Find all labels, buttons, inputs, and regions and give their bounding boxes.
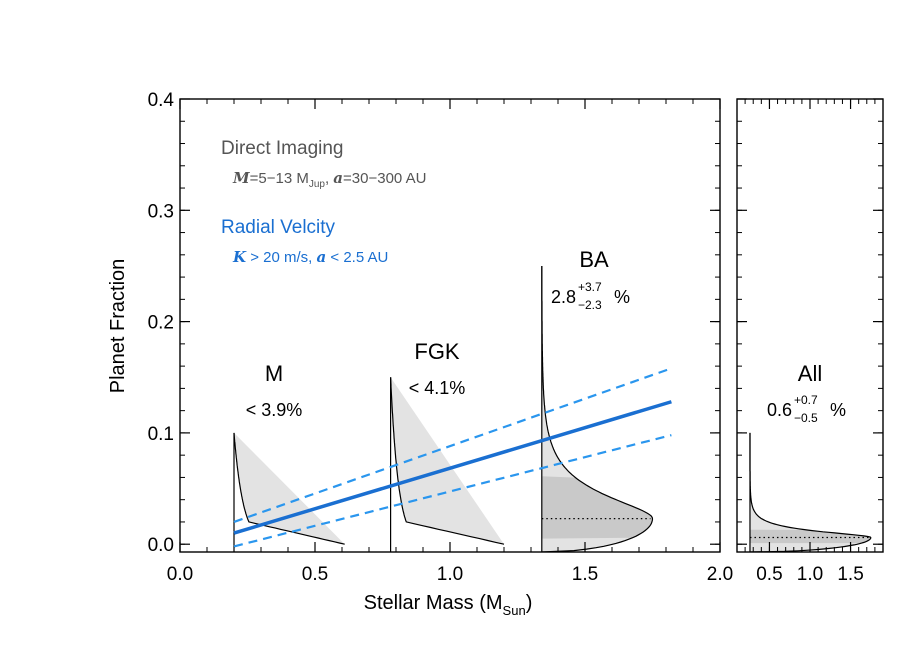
rv-fit-lower-bound — [233, 434, 672, 548]
left-x-tick-label: 0.0 — [167, 564, 193, 585]
confidence-band — [541, 476, 653, 539]
distribution-fill — [234, 432, 345, 545]
group-label-m: M — [265, 361, 283, 386]
right-x-tick-label: 1.5 — [837, 564, 863, 585]
rv-fit-line — [233, 400, 672, 535]
legend-direct-imaging-title: Direct Imaging — [221, 138, 344, 159]
group-value-lower: −2.3 — [578, 298, 602, 312]
stellar-mass-panel: 0.0 0.5 1.0 1.5 2.0 0.0 0.1 0.2 0.3 0.4M < 3.9% FGK… — [148, 90, 734, 585]
legend-di-m-range: =5−13 M — [250, 170, 309, 187]
x-axis-title-main: Stellar Mass (M — [364, 592, 503, 614]
legend-rv-a: a — [317, 248, 327, 266]
legend-direct-imaging-params: M=5−13 MJup, a=30−300 AU — [232, 169, 426, 190]
left-x-tick-label: 2.0 — [707, 564, 733, 585]
group-value-main: 0.6 — [767, 400, 792, 420]
legend-rv-k: K — [232, 248, 247, 266]
group-value-m: < 3.9% — [246, 400, 303, 420]
x-axis-title: Stellar Mass (MSun) — [364, 592, 533, 618]
left-x-tick-label: 1.5 — [572, 564, 598, 585]
y-tick-label: 0.3 — [148, 201, 174, 222]
x-axis-title-sub: Sun — [503, 603, 526, 618]
group-label-all: All — [798, 361, 822, 386]
distribution-ba — [541, 265, 654, 552]
right-x-tick-label: 1.0 — [797, 564, 823, 585]
rv-fit-upper-bound — [233, 367, 672, 523]
group-value-unit: % — [830, 400, 846, 420]
y-tick-label: 0.4 — [148, 90, 175, 111]
legend-di-a: a — [333, 169, 343, 187]
group-value-lower: −0.5 — [794, 411, 818, 425]
legend-di-a-range: =30−300 AU — [343, 170, 426, 187]
left-x-tick-label: 1.0 — [437, 564, 463, 585]
y-tick-label: 0.0 — [148, 535, 174, 556]
legend-di-m-sub: Jup — [309, 179, 326, 190]
distribution-all — [749, 432, 872, 552]
group-value-upper: +0.7 — [794, 393, 818, 407]
y-tick-label: 0.1 — [148, 424, 174, 445]
legend-rv-k-val: > 20 m/s, — [246, 249, 316, 266]
y-tick-label: 0.2 — [148, 313, 174, 334]
x-axis-title-close: ) — [526, 592, 533, 614]
legend-di-sep: , — [325, 170, 333, 187]
legend-radial-velocity-params: K > 20 m/s, a < 2.5 AU — [232, 248, 388, 266]
group-label-ba: BA — [579, 247, 609, 272]
distribution-curve — [390, 377, 505, 545]
confidence-band — [750, 529, 871, 544]
left-x-tick-label: 0.5 — [302, 564, 328, 585]
distribution-fill — [390, 377, 504, 545]
legend-di-m: M — [232, 169, 250, 187]
group-label-fgk: FGK — [414, 339, 460, 364]
distribution-curve — [233, 432, 345, 545]
right-frame — [736, 98, 884, 553]
group-value-fgk: < 4.1% — [409, 378, 466, 398]
right-x-tick-label: 0.5 — [756, 564, 782, 585]
legend-rv-a-val: < 2.5 AU — [326, 249, 388, 266]
group-value-upper: +3.7 — [578, 280, 602, 294]
legend-radial-velocity-title: Radial Velcity — [221, 217, 336, 238]
y-axis-title: Planet Fraction — [107, 259, 129, 394]
distribution-fgk — [390, 377, 505, 552]
distribution-m — [233, 432, 345, 552]
rv-fit — [233, 367, 672, 548]
group-value-main: 2.8 — [551, 287, 576, 307]
group-value-unit: % — [614, 287, 630, 307]
all-stars-panel: 0.5 1.0 1.5 All 0.6+0.7 −0.5% — [736, 98, 884, 585]
